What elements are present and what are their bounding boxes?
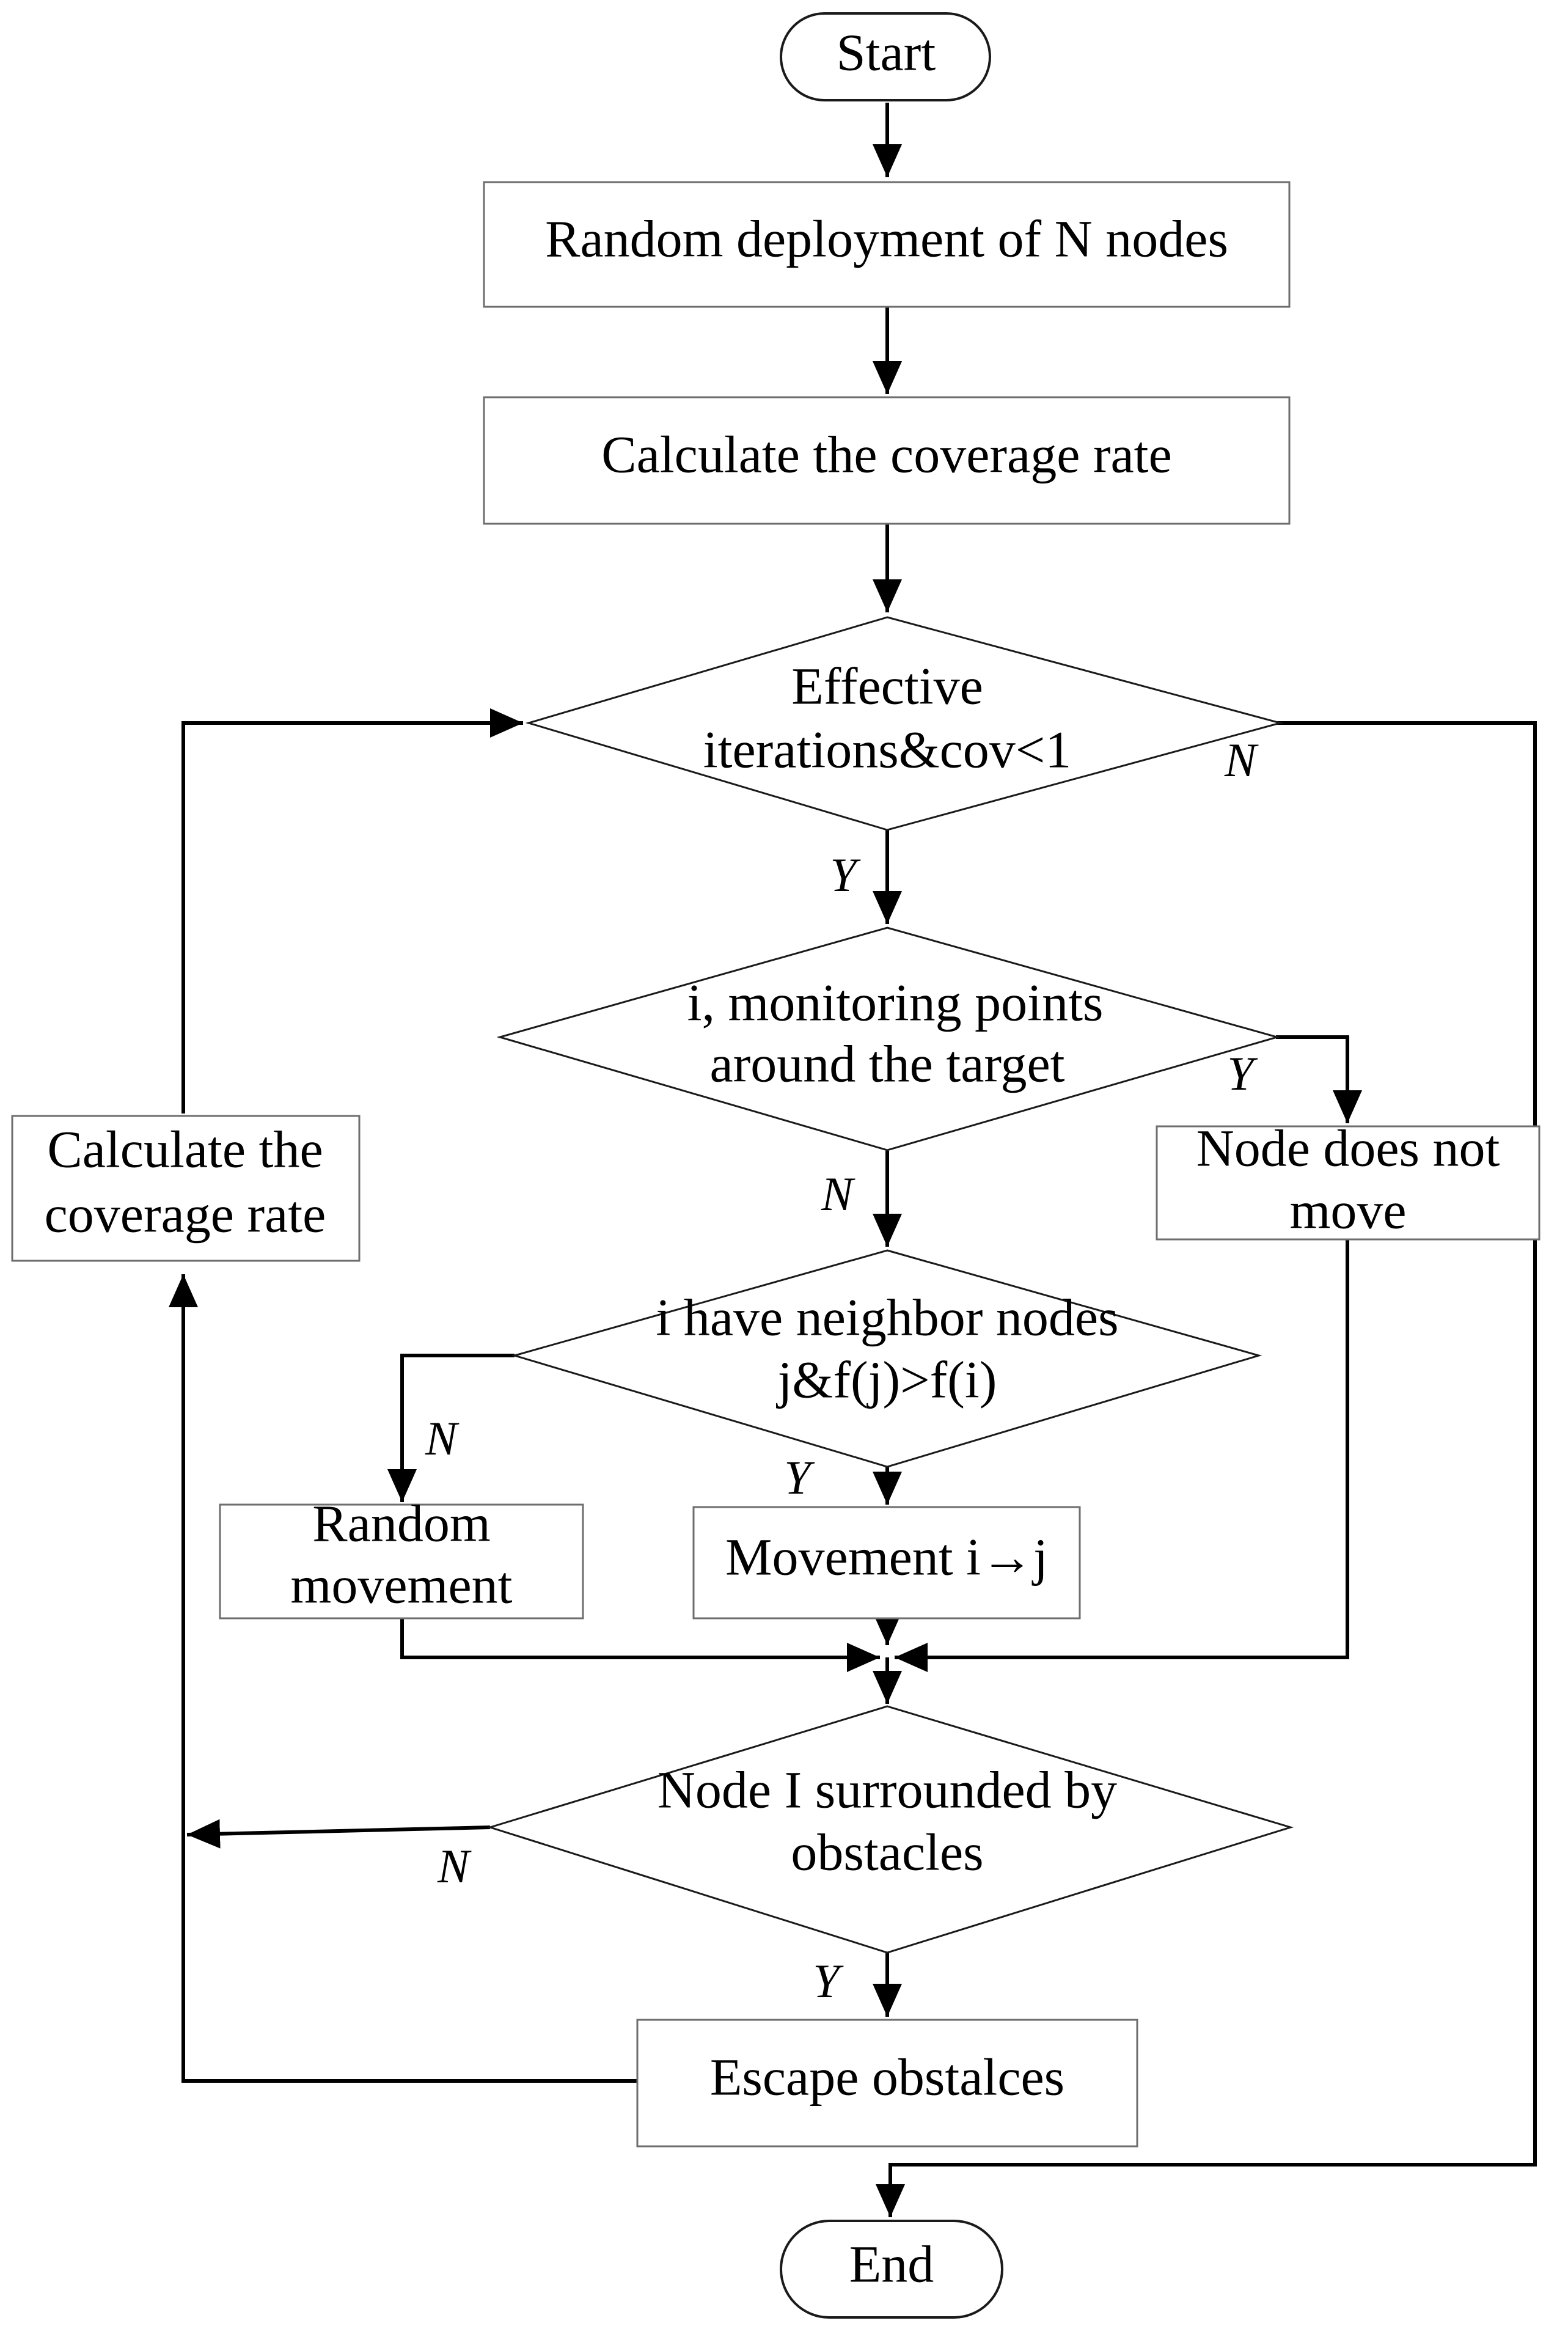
edge-neighbor-random (387, 1354, 515, 1502)
label-neighbor-yes: Y (784, 1451, 815, 1504)
start-terminal (780, 12, 991, 101)
random-move-line2: movement (290, 1556, 512, 1615)
node-decision-obstacle: Node I surrounded by obstacles (486, 1705, 1294, 1954)
node-escape: Escape obstalces (636, 2019, 1138, 2148)
decision-iter-line2: iterations&cov<1 (703, 721, 1072, 779)
decision-monitor-diamond (496, 926, 1281, 1151)
calc-left-line2: coverage rate (45, 1185, 326, 1244)
calc-top-label: Calculate the coverage rate (601, 425, 1172, 484)
node-decision-iter: Effective iterations&cov<1 (525, 616, 1284, 831)
label-iter-no: N (1224, 733, 1259, 787)
no-move-line1: Node does not (1196, 1119, 1500, 1178)
decision-obstacle-line2: obstacles (791, 1823, 983, 1882)
node-decision-neighbor: i have neighbor nodes j&f(j)>f(i) (511, 1249, 1262, 1468)
end-terminal (780, 2220, 1003, 2319)
edge-iter-end (876, 721, 1537, 2217)
decision-obstacle-line1: Node I surrounded by (658, 1761, 1117, 1819)
edge-labels: N Y Y N N Y N Y (425, 733, 1259, 2008)
no-move-box (1156, 1125, 1541, 1241)
move-ij-box (692, 1506, 1081, 1620)
calc-top-box (483, 396, 1291, 525)
node-random-move: Random movement (219, 1494, 584, 1620)
decision-iter-diamond (525, 616, 1284, 831)
random-move-box (219, 1503, 584, 1620)
node-start: Start (780, 12, 991, 101)
edges (169, 103, 1537, 2217)
edge-obstacle-left (186, 1819, 491, 1849)
decision-neighbor-diamond (511, 1249, 1262, 1468)
label-neighbor-no: N (425, 1412, 460, 1465)
edge-monitor-nomove (1276, 1035, 1362, 1123)
label-obstacle-yes: Y (813, 1954, 844, 2008)
label-monitor-no: N (821, 1167, 855, 1220)
decision-iter-line1: Effective (791, 657, 983, 716)
move-ij-label: Movement i→j (725, 1528, 1048, 1587)
no-move-line2: move (1289, 1181, 1406, 1240)
deploy-box (483, 181, 1291, 308)
deploy-label: Random deployment of N nodes (545, 210, 1228, 268)
node-end: End (780, 2220, 1003, 2319)
decision-obstacle-diamond (486, 1705, 1294, 1954)
label-monitor-yes: Y (1227, 1047, 1258, 1100)
edge-escape-calcleft (169, 1274, 637, 2083)
node-deploy: Random deployment of N nodes (483, 181, 1291, 308)
label-iter-yes: Y (830, 848, 861, 901)
label-obstacle-no: N (437, 1840, 472, 1893)
calc-left-line1: Calculate the (47, 1120, 323, 1179)
edge-calcleft-iter (181, 708, 523, 1113)
decision-neighbor-line1: i have neighbor nodes (656, 1288, 1118, 1347)
start-label: Start (837, 23, 936, 82)
decision-neighbor-line2: j&f(j)>f(i) (776, 1351, 997, 1409)
decision-monitor-line1: i, monitoring points (687, 974, 1104, 1032)
node-calc-top: Calculate the coverage rate (483, 396, 1291, 525)
random-move-line1: Random (312, 1494, 490, 1553)
end-label: End (849, 2235, 934, 2294)
node-decision-monitor: i, monitoring points around the target (496, 926, 1281, 1151)
edge-random-merge (400, 1618, 880, 1672)
node-calc-left: Calculate the coverage rate (11, 1115, 361, 1262)
escape-label: Escape obstalces (710, 2048, 1064, 2107)
edge-nomove-merge (895, 1239, 1349, 1672)
node-no-move: Node does not move (1156, 1119, 1541, 1241)
calc-left-box (11, 1115, 361, 1262)
escape-box (636, 2019, 1138, 2148)
decision-monitor-line2: around the target (709, 1035, 1064, 1093)
node-move-ij: Movement i→j (692, 1506, 1081, 1620)
